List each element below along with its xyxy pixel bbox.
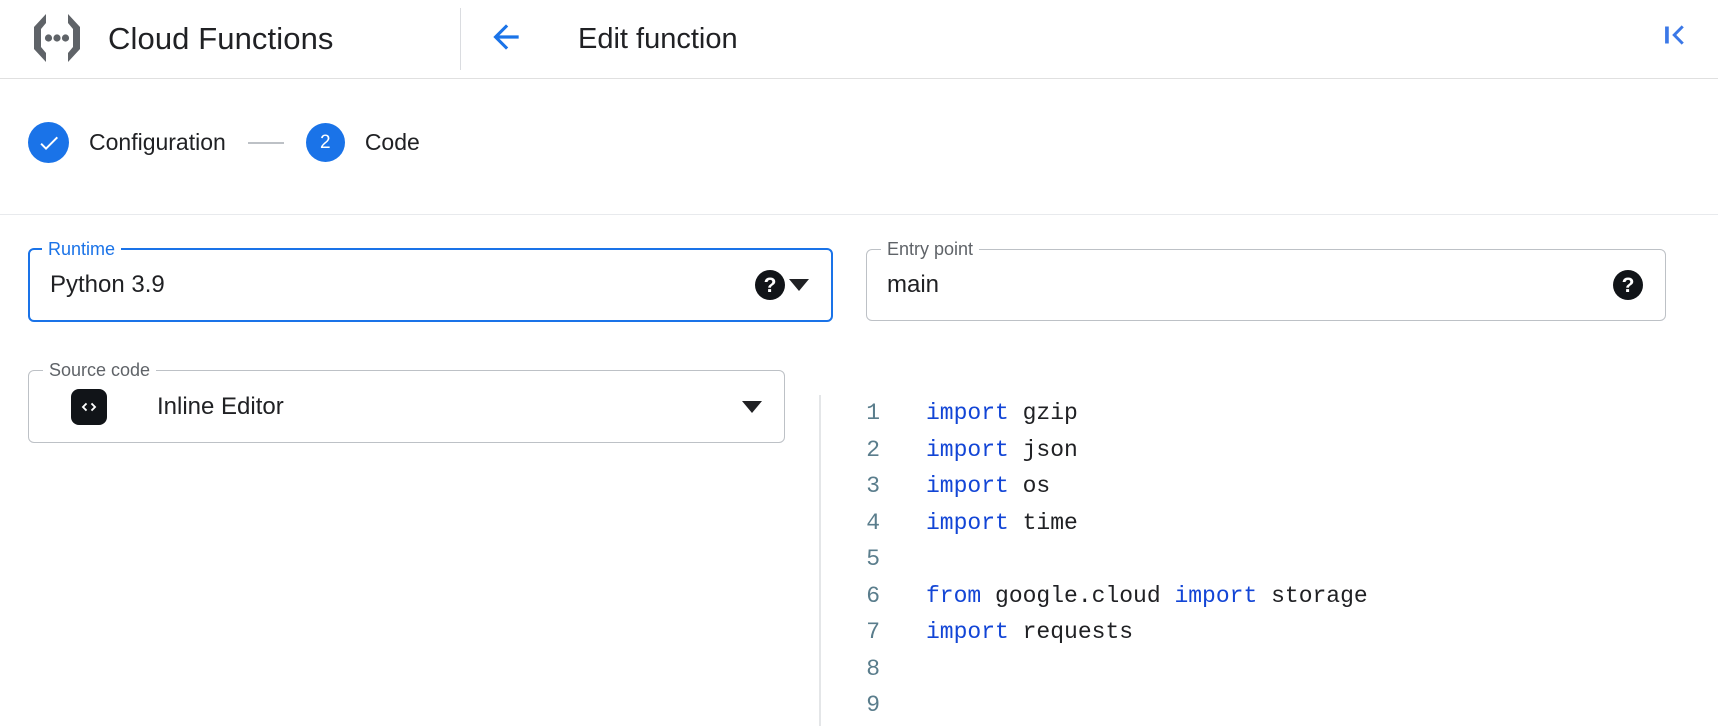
- line-number: 9: [866, 692, 880, 718]
- entry-point-label: Entry point: [881, 239, 980, 259]
- collapse-panel-icon: [1658, 18, 1692, 57]
- entry-point-value[interactable]: main: [887, 271, 940, 298]
- code-identifier: json: [1008, 436, 1078, 463]
- source-code-value: Inline Editor: [157, 392, 284, 420]
- code-line: 3 import os: [822, 468, 1718, 505]
- step-configuration-label[interactable]: Configuration: [89, 129, 226, 155]
- chevron-down-icon[interactable]: [742, 400, 762, 413]
- code-keyword: import: [926, 509, 1009, 536]
- line-number: 5: [866, 546, 880, 572]
- code-text[interactable]: import time: [926, 505, 1078, 542]
- code-identifier: os: [1008, 473, 1051, 499]
- top-app-bar: Cloud Functions Edit function: [0, 0, 1718, 79]
- product-title: Cloud Functions: [108, 20, 334, 56]
- code-step-form: Runtime Python 3.9 ? Entry point main ? …: [0, 216, 1718, 726]
- entry-point-field[interactable]: Entry point main ?: [866, 239, 1666, 321]
- code-identifier: requests: [1008, 619, 1134, 645]
- code-text[interactable]: from google.cloud import storage: [926, 578, 1368, 615]
- line-number: 1: [866, 400, 880, 426]
- code-keyword: import: [926, 619, 1009, 645]
- code-keyword: import: [926, 473, 1009, 499]
- code-line: 5: [822, 541, 1718, 578]
- code-line: 4 import time: [822, 505, 1718, 542]
- help-icon: ?: [755, 270, 785, 300]
- runtime-value: Python 3.9: [50, 271, 165, 298]
- code-line: 1 import gzip: [822, 395, 1718, 432]
- code-text[interactable]: import json: [926, 432, 1078, 469]
- code-text[interactable]: import os: [926, 468, 1050, 505]
- code-keyword: from: [926, 582, 982, 609]
- runtime-label: Runtime: [42, 239, 122, 259]
- line-number: 6: [866, 582, 880, 609]
- source-code-select[interactable]: Source code Inline Editor: [28, 360, 785, 443]
- editor-divider: [819, 395, 821, 726]
- code-identifier: gzip: [1008, 400, 1078, 426]
- step-code-label[interactable]: Code: [364, 129, 420, 155]
- code-text[interactable]: import gzip: [926, 395, 1078, 432]
- code-line: 7 import requests: [822, 614, 1718, 651]
- code-text[interactable]: import requests: [926, 614, 1133, 651]
- code-brackets-icon: [71, 388, 107, 425]
- code-keyword: import: [926, 436, 1009, 463]
- line-number: 2: [866, 436, 880, 463]
- toolbar-divider: [460, 8, 461, 70]
- runtime-select[interactable]: Runtime Python 3.9: [28, 239, 833, 322]
- line-number: 7: [866, 619, 880, 645]
- line-number: 4: [866, 509, 880, 536]
- code-keyword: import: [926, 400, 1009, 426]
- entry-point-help-button[interactable]: ?: [1613, 270, 1643, 300]
- page-title: Edit function: [578, 23, 738, 55]
- wizard-stepper: Configuration 2 Code: [0, 79, 1718, 215]
- code-identifier: storage: [1257, 582, 1368, 609]
- code-editor[interactable]: 1 import gzip 2 import json 3 import os 4 impor…: [822, 395, 1718, 726]
- product-brand: Cloud Functions: [28, 11, 334, 65]
- code-identifier: google.cloud: [981, 582, 1175, 609]
- cloud-functions-logo: [28, 11, 86, 65]
- step-configuration-marker[interactable]: [28, 122, 69, 163]
- runtime-help-button[interactable]: ?: [755, 270, 785, 300]
- code-identifier: time: [1008, 509, 1078, 536]
- step-connector: [247, 141, 284, 144]
- code-keyword: import: [1174, 582, 1258, 609]
- code-line: 2 import json: [822, 432, 1718, 469]
- code-line: 8: [822, 651, 1718, 688]
- source-code-label: Source code: [43, 360, 157, 380]
- help-icon: ?: [1613, 270, 1643, 300]
- code-line: 6 from google.cloud import storage: [822, 578, 1718, 615]
- back-button[interactable]: [484, 17, 528, 61]
- back-arrow-icon: [487, 18, 525, 61]
- line-number: 8: [866, 655, 880, 682]
- chevron-down-icon[interactable]: [789, 279, 809, 291]
- code-line: 9: [822, 687, 1718, 724]
- collapse-panel-button[interactable]: [1654, 16, 1696, 58]
- line-number: 3: [866, 473, 880, 499]
- step-code-marker[interactable]: 2: [305, 123, 345, 162]
